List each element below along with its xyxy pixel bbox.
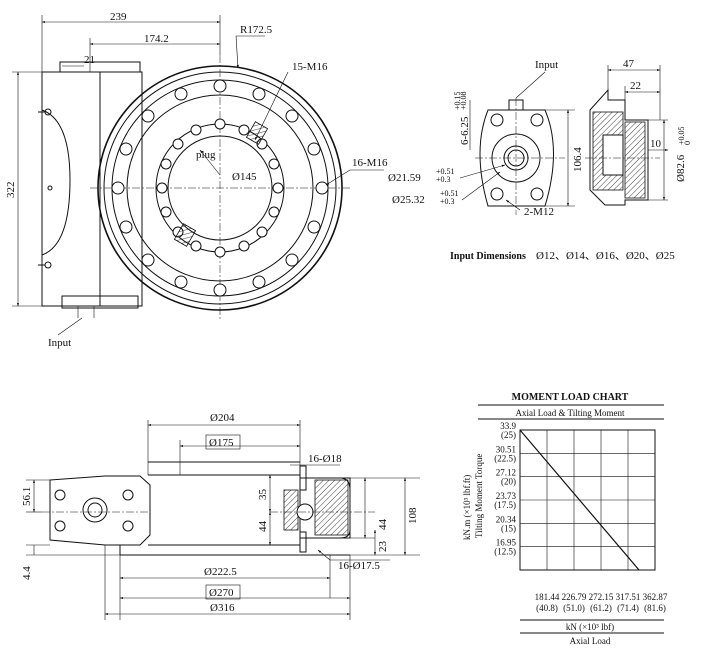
inner-bolt-holes: [156, 118, 284, 258]
dim-21: 21: [84, 54, 95, 66]
chart-x-tick-label: 181.44: [535, 592, 560, 602]
chart-y-tick-alt-label: (22.5): [494, 453, 516, 463]
dim-16-o17-5: 16-Ø17.5: [338, 560, 380, 572]
dim-o204: Ø204: [210, 412, 235, 424]
dim-6-6-25: 6-6.25: [459, 116, 471, 145]
dim-106-4: 106.4: [572, 147, 584, 172]
chart-x-tick-label: 317.51: [616, 592, 641, 602]
chart-x-unit: kN (×10³ lbf): [566, 622, 614, 632]
worm-housing: [38, 60, 143, 318]
chart-x-tick-alt-label: (81.6): [644, 603, 666, 613]
chart-y-unit: kN.m (×10³ lbf.ft): [462, 475, 472, 540]
chart-y-ticks: 33.9(25) 30.51(22.5) 27.12(20) 23.73(17.5) 2…: [494, 421, 516, 557]
dim-o316: Ø316: [210, 602, 235, 614]
outer-bolt-holes: [111, 79, 329, 297]
chart-series: [519, 429, 640, 571]
chart-y-tick-alt-label: (20): [501, 477, 516, 487]
chart-y-tick-label: 33.9: [500, 421, 516, 431]
chart-y-tick-alt-label: (25): [501, 430, 516, 440]
dim-o25-32: Ø25.32: [392, 194, 425, 206]
dim-10: 10: [650, 138, 662, 150]
side-housing: [42, 461, 375, 556]
dim-o175: Ø175: [209, 437, 234, 449]
dim-o175-box: [205, 434, 241, 450]
tol-21-59-upper: +0.51: [436, 167, 455, 176]
chart-grid: [519, 429, 656, 571]
dim-23: 23: [377, 541, 389, 553]
dim-44-right: 44: [377, 519, 389, 531]
dim-o222-5: Ø222.5: [204, 566, 237, 578]
dim-o21-59: Ø21.59: [388, 172, 421, 184]
tol-21-59-lower: +0.3: [436, 175, 451, 184]
chart-x-tick-label: 272.15: [589, 592, 614, 602]
dim-15-m16: 15-M16: [292, 61, 328, 73]
chart-y-label: Tilting Moment Torque: [474, 454, 484, 538]
chart-subtitle: Axial Load & Tilting Moment: [515, 408, 625, 418]
input-front-view: [459, 71, 575, 215]
dim-108: 108: [407, 507, 419, 524]
chart-x-tick-alt-label: (71.4): [617, 603, 639, 613]
chart-x-tick-alt-label: (51.0): [563, 603, 585, 613]
dim-44-left: 44: [257, 521, 269, 533]
dim-o270: Ø270: [209, 587, 234, 599]
dim-2-m12: 2-M12: [524, 206, 554, 218]
dim-22: 22: [630, 80, 641, 92]
chart-x-tick-label: 362.87: [643, 592, 668, 602]
chart-x-ticks: 181.44(40.8) 226.79(51.0) 272.15(61.2) 317.…: [535, 592, 668, 613]
side-view-dimensions: [26, 420, 420, 620]
chart-x-label: Axial Load: [570, 636, 611, 646]
dim-35: 35: [257, 489, 269, 501]
chart-series-line: [519, 429, 640, 571]
label-input-bottom: Input: [48, 337, 71, 349]
input-dimensions-label: Input Dimensions: [450, 251, 526, 262]
dim-56-1: 56.1: [21, 487, 33, 506]
tol-25-32-lower: +0.3: [440, 197, 455, 206]
input-dimensions-values: Ø12、Ø14、Ø16、Ø20、Ø25: [536, 250, 675, 262]
tol-6-6-25-upper: +0.15: [453, 91, 462, 110]
chart-y-tick-label: 16.95: [496, 538, 517, 548]
chart-y-tick-label: 27.12: [496, 468, 516, 478]
dim-174-2: 174.2: [144, 33, 169, 45]
tol-25-32-upper: +0.51: [440, 189, 459, 198]
chart-x-tick-alt-label: (61.2): [590, 603, 612, 613]
dim-r172-5: R172.5: [240, 24, 273, 36]
dim-16-o18: 16-Ø18: [308, 453, 342, 465]
label-input-top: Input: [535, 59, 558, 71]
dim-o270-box: [205, 584, 241, 600]
moment-load-chart: MOMENT LOAD CHART Axial Load & Tilting M…: [462, 392, 668, 646]
label-plug: plug: [196, 149, 216, 161]
side-view: Ø204 Ø175 16-Ø18 56.1 35 44 44 108 23 4.…: [21, 412, 420, 620]
slewing-ring: [90, 55, 352, 320]
chart-y-tick-alt-label: (12.5): [494, 547, 516, 557]
top-view-dimensions: [12, 15, 384, 336]
chart-x-tick-alt-label: (40.8): [536, 603, 558, 613]
tol-82-6-upper: +0.05: [677, 126, 686, 145]
chart-y-tick-label: 23.73: [496, 491, 517, 501]
top-view: 239 174.2 R172.5 21 15-M16 16-M16 plug Ø…: [5, 11, 388, 349]
chart-y-tick-label: 30.51: [496, 444, 516, 454]
chart-y-tick-alt-label: (15): [501, 523, 516, 533]
chart-x-tick-label: 226.79: [562, 592, 587, 602]
dim-o145: Ø145: [232, 171, 257, 183]
dim-47: 47: [623, 58, 635, 70]
input-detail: Input 47 22 6-6.25 +0.15 +0.08 106.4 Ø21…: [388, 58, 692, 262]
input-section-view: [585, 65, 669, 206]
chart-y-tick-label: 20.34: [496, 514, 517, 524]
dim-322: 322: [5, 182, 17, 199]
dim-16-m16: 16-M16: [352, 157, 388, 169]
tol-6-6-25-lower: +0.08: [459, 91, 468, 110]
dim-239: 239: [110, 11, 127, 23]
chart-title: MOMENT LOAD CHART: [512, 392, 629, 403]
dim-4-4: 4.4: [21, 566, 33, 580]
tol-82-6-lower: 0: [683, 141, 692, 145]
dim-o82-6: Ø82.6: [675, 154, 687, 182]
chart-y-tick-alt-label: (17.5): [494, 500, 516, 510]
